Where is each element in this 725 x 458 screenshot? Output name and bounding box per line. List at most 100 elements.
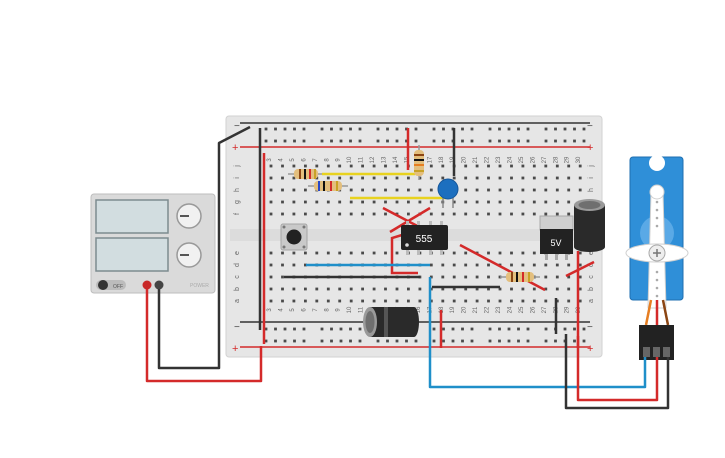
breadboard-hole[interactable]: [470, 327, 474, 331]
breadboard-hole[interactable]: [461, 327, 464, 331]
breadboard-hole[interactable]: [330, 127, 333, 131]
breadboard-hole[interactable]: [339, 139, 343, 143]
breadboard-hole[interactable]: [269, 176, 273, 180]
breadboard-hole[interactable]: [274, 127, 277, 131]
breadboard-hole[interactable]: [452, 176, 456, 180]
breadboard-hole[interactable]: [464, 275, 468, 279]
breadboard-hole[interactable]: [429, 188, 433, 192]
servo-motor[interactable]: [625, 155, 689, 360]
breadboard-hole[interactable]: [274, 339, 277, 343]
breadboard-hole[interactable]: [384, 188, 387, 192]
breadboard-hole[interactable]: [349, 287, 353, 291]
breadboard-hole[interactable]: [358, 127, 362, 131]
breadboard-hole[interactable]: [386, 139, 389, 143]
breadboard-hole[interactable]: [567, 299, 571, 303]
resistor-1[interactable]: [288, 169, 322, 179]
breadboard-hole[interactable]: [498, 176, 502, 180]
pushbutton-cap[interactable]: [286, 229, 302, 245]
breadboard-hole[interactable]: [526, 127, 530, 131]
breadboard-hole[interactable]: [349, 251, 353, 255]
breadboard-hole[interactable]: [567, 164, 571, 168]
breadboard-hole[interactable]: [304, 251, 307, 255]
breadboard-hole[interactable]: [498, 212, 502, 216]
breadboard-hole[interactable]: [573, 339, 576, 343]
breadboard-hole[interactable]: [582, 127, 586, 131]
breadboard-hole[interactable]: [349, 188, 353, 192]
breadboard-hole[interactable]: [349, 327, 352, 331]
breadboard-hole[interactable]: [510, 200, 513, 204]
breadboard-hole[interactable]: [407, 299, 410, 303]
breadboard-hole[interactable]: [386, 339, 389, 343]
breadboard-hole[interactable]: [464, 188, 468, 192]
breadboard-hole[interactable]: [498, 200, 502, 204]
breadboard-hole[interactable]: [293, 339, 296, 343]
breadboard-hole[interactable]: [349, 299, 353, 303]
breadboard-hole[interactable]: [452, 251, 456, 255]
breadboard-hole[interactable]: [338, 164, 342, 168]
breadboard-hole[interactable]: [452, 263, 456, 267]
breadboard-hole[interactable]: [555, 164, 559, 168]
breadboard-hole[interactable]: [555, 212, 559, 216]
breadboard-hole[interactable]: [582, 327, 586, 331]
breadboard-hole[interactable]: [555, 275, 559, 279]
breadboard-hole[interactable]: [573, 327, 576, 331]
breadboard-hole[interactable]: [544, 275, 548, 279]
breadboard-hole[interactable]: [292, 188, 296, 192]
breadboard-hole[interactable]: [554, 339, 557, 343]
breadboard-hole[interactable]: [395, 188, 399, 192]
breadboard-hole[interactable]: [567, 287, 571, 291]
breadboard-hole[interactable]: [464, 176, 468, 180]
breadboard-hole[interactable]: [281, 164, 284, 168]
breadboard-hole[interactable]: [326, 287, 330, 291]
breadboard-hole[interactable]: [532, 212, 536, 216]
breadboard-hole[interactable]: [384, 212, 387, 216]
breadboard-hole[interactable]: [507, 339, 511, 343]
breadboard-hole[interactable]: [567, 212, 571, 216]
breadboard-hole[interactable]: [441, 263, 445, 267]
breadboard-hole[interactable]: [376, 339, 380, 343]
breadboard-hole[interactable]: [464, 200, 468, 204]
breadboard-hole[interactable]: [510, 176, 513, 180]
breadboard-hole[interactable]: [510, 164, 513, 168]
resistor-2[interactable]: [308, 181, 348, 191]
breadboard-hole[interactable]: [407, 188, 410, 192]
breadboard-hole[interactable]: [292, 251, 296, 255]
breadboard-hole[interactable]: [338, 251, 342, 255]
breadboard-hole[interactable]: [292, 200, 296, 204]
breadboard-hole[interactable]: [578, 275, 582, 279]
breadboard-hole[interactable]: [526, 327, 530, 331]
breadboard-hole[interactable]: [361, 188, 364, 192]
wire-red-servo-power[interactable]: [576, 336, 659, 402]
breadboard-hole[interactable]: [281, 176, 284, 180]
breadboard-hole[interactable]: [532, 200, 536, 204]
breadboard-hole[interactable]: [582, 139, 586, 143]
breadboard-hole[interactable]: [361, 287, 364, 291]
breadboard-hole[interactable]: [567, 263, 571, 267]
breadboard-hole[interactable]: [475, 299, 479, 303]
breadboard-hole[interactable]: [475, 263, 479, 267]
breadboard-hole[interactable]: [414, 127, 418, 131]
breadboard-hole[interactable]: [372, 200, 376, 204]
breadboard-hole[interactable]: [544, 299, 548, 303]
breadboard-hole[interactable]: [395, 127, 399, 131]
breadboard-hole[interactable]: [544, 188, 548, 192]
wire-red-cross-b[interactable]: [389, 206, 431, 234]
wire-red-555-loop[interactable]: [390, 233, 418, 275]
breadboard-hole[interactable]: [554, 139, 557, 143]
breadboard-hole[interactable]: [349, 339, 352, 343]
breadboard-hole[interactable]: [304, 200, 307, 204]
breadboard-hole[interactable]: [395, 299, 399, 303]
breadboard-hole[interactable]: [326, 212, 330, 216]
breadboard-hole[interactable]: [429, 299, 433, 303]
breadboard-hole[interactable]: [304, 299, 307, 303]
breadboard-hole[interactable]: [338, 287, 342, 291]
breadboard-hole[interactable]: [517, 139, 520, 143]
breadboard-hole[interactable]: [407, 287, 410, 291]
breadboard-hole[interactable]: [464, 287, 468, 291]
breadboard-hole[interactable]: [475, 275, 479, 279]
breadboard-hole[interactable]: [442, 327, 445, 331]
breadboard-hole[interactable]: [395, 251, 399, 255]
breadboard-hole[interactable]: [475, 287, 479, 291]
breadboard-hole[interactable]: [578, 188, 582, 192]
breadboard-hole[interactable]: [281, 299, 284, 303]
